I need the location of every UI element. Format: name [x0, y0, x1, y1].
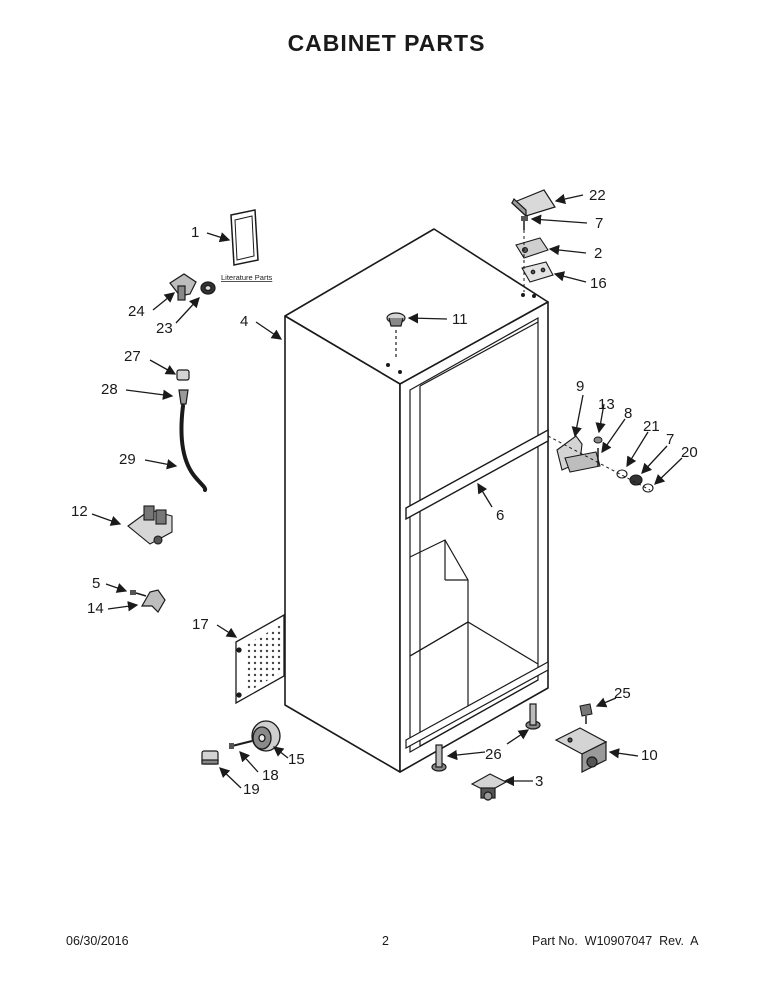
hinge-washer — [593, 436, 603, 444]
literature-label: Literature Parts — [221, 273, 273, 282]
callout-26: 26 — [485, 746, 502, 763]
callout-23: 23 — [156, 320, 173, 337]
callout-9: 9 — [576, 378, 584, 395]
callout-22: 22 — [589, 187, 606, 204]
footer-part-number: Part No. W10907047 Rev. A — [532, 934, 699, 948]
divider-rail — [405, 428, 549, 521]
callout-2: 2 — [594, 245, 602, 262]
callout-5: 5 — [92, 575, 100, 592]
center-hinge — [556, 435, 601, 473]
front-roller — [470, 773, 508, 801]
access-panel — [235, 613, 285, 705]
leveling-leg-rear — [525, 703, 541, 730]
wheel — [251, 720, 281, 752]
rear-roller-bracket — [554, 727, 608, 773]
literature-parts: Literature Parts — [221, 209, 273, 282]
page-title: CABINET PARTS — [287, 30, 486, 56]
tube-cap — [176, 369, 190, 381]
hinge-axis-center — [547, 435, 651, 491]
bracket-screw — [130, 590, 147, 597]
callout-25: 25 — [614, 685, 631, 702]
hinge-screw — [521, 216, 528, 230]
callout-18: 18 — [262, 767, 279, 784]
callout-3: 3 — [535, 773, 543, 790]
callout-7a: 7 — [595, 215, 603, 232]
water-tube — [179, 404, 208, 492]
cabinet-front-opening — [409, 316, 539, 754]
callout-13: 13 — [598, 396, 615, 413]
leveling-leg-front — [431, 744, 447, 772]
top-plug — [386, 312, 406, 360]
leveler-screw — [579, 703, 593, 724]
callout-28: 28 — [101, 381, 118, 398]
callout-6: 6 — [496, 507, 504, 524]
water-inlet-fitting — [169, 273, 216, 301]
callout-1: 1 — [191, 224, 199, 241]
callout-24: 24 — [128, 303, 145, 320]
tube-fitting — [178, 389, 189, 405]
bottom-rail — [405, 660, 549, 750]
callout-leaders — [91, 193, 683, 789]
footer-date: 06/30/2016 — [66, 934, 129, 948]
callout-20: 20 — [681, 444, 698, 461]
callout-15: 15 — [288, 751, 305, 768]
water-valve — [127, 505, 173, 545]
footer-page-number: 2 — [382, 934, 389, 948]
callout-12: 12 — [71, 503, 88, 520]
callout-7b: 7 — [666, 431, 674, 448]
valve-bracket — [140, 589, 166, 613]
callout-27: 27 — [124, 348, 141, 365]
callout-21: 21 — [643, 418, 660, 435]
hinge-cover — [510, 189, 556, 218]
callout-19: 19 — [243, 781, 260, 798]
hinge-shim — [521, 261, 554, 283]
callout-16: 16 — [590, 275, 607, 292]
callout-numbers: 1 22 7 2 16 24 23 4 11 27 28 29 9 13 8 2… — [71, 187, 698, 798]
top-holes — [386, 293, 536, 374]
wheel-cap — [201, 750, 219, 765]
callout-29: 29 — [119, 451, 136, 468]
hinge-bushing — [616, 469, 654, 493]
wheel-pin — [229, 740, 253, 749]
callout-17: 17 — [192, 616, 209, 633]
callout-14: 14 — [87, 600, 104, 617]
callout-11: 11 — [452, 311, 468, 328]
top-hinge — [515, 237, 549, 259]
callout-8: 8 — [624, 405, 632, 422]
callout-4: 4 — [240, 313, 248, 330]
callout-10: 10 — [641, 747, 658, 764]
